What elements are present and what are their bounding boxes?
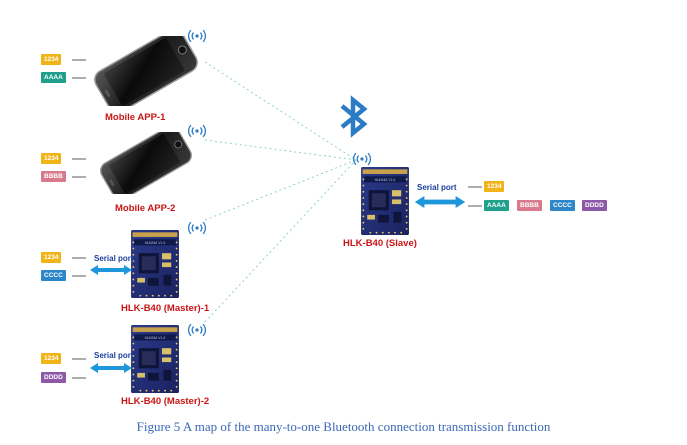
- label-mobile-app-1: Mobile APP-1: [105, 112, 166, 123]
- smartphone-icon: [90, 36, 202, 106]
- bluetooth-module-icon: [131, 230, 179, 298]
- data-box-1234: 1234: [41, 54, 62, 65]
- data-box-1234: 1234: [41, 252, 62, 263]
- label-serial-port: Serial port: [94, 254, 134, 263]
- label-serial-port: Serial port: [94, 351, 134, 360]
- data-box-cccc: CCCC: [550, 200, 575, 211]
- link-app1: [204, 61, 357, 161]
- data-box-cccc: CCCC: [41, 270, 66, 281]
- data-box-1234: 1234: [41, 153, 62, 164]
- label-mobile-app-2: Mobile APP-2: [115, 203, 176, 214]
- bluetooth-module-icon: [131, 325, 179, 393]
- wireless-signal-icon: [187, 221, 207, 235]
- link-master2: [204, 159, 357, 323]
- bidirectional-arrow-icon: [414, 196, 466, 208]
- data-box-dddd: DDDD: [41, 372, 66, 383]
- data-box-1234: 1234: [484, 181, 505, 192]
- data-box-aaaa: AAAA: [484, 200, 509, 211]
- bidirectional-arrow-icon: [90, 363, 132, 373]
- connection-links: [204, 61, 357, 323]
- data-box-bbbb: BBBB: [517, 200, 542, 211]
- link-app2: [204, 139, 357, 161]
- data-box-1234: 1234: [41, 353, 62, 364]
- pointer-lines: [72, 59, 482, 379]
- wireless-signal-icon: [187, 124, 207, 138]
- wireless-signal-icon: [187, 29, 207, 43]
- data-box-bbbb: BBBB: [41, 171, 66, 182]
- smartphone-icon: [96, 132, 196, 194]
- bluetooth-icon: [340, 95, 368, 138]
- bluetooth-module-icon: [361, 167, 409, 235]
- label-master-2: HLK-B40 (Master)-2: [121, 396, 210, 407]
- data-box-dddd: DDDD: [582, 200, 607, 211]
- bidirectional-arrow-icon: [90, 265, 132, 275]
- wireless-signal-icon: [352, 152, 372, 166]
- data-box-aaaa: AAAA: [41, 72, 66, 83]
- link-master1: [204, 159, 357, 221]
- label-master-1: HLK-B40 (Master)-1: [121, 303, 210, 314]
- wireless-signal-icon: [187, 323, 207, 337]
- label-slave: HLK-B40 (Slave): [343, 238, 417, 249]
- figure-caption: Figure 5 A map of the many-to-one Blueto…: [136, 419, 551, 434]
- label-serial-port: Serial port: [417, 183, 457, 192]
